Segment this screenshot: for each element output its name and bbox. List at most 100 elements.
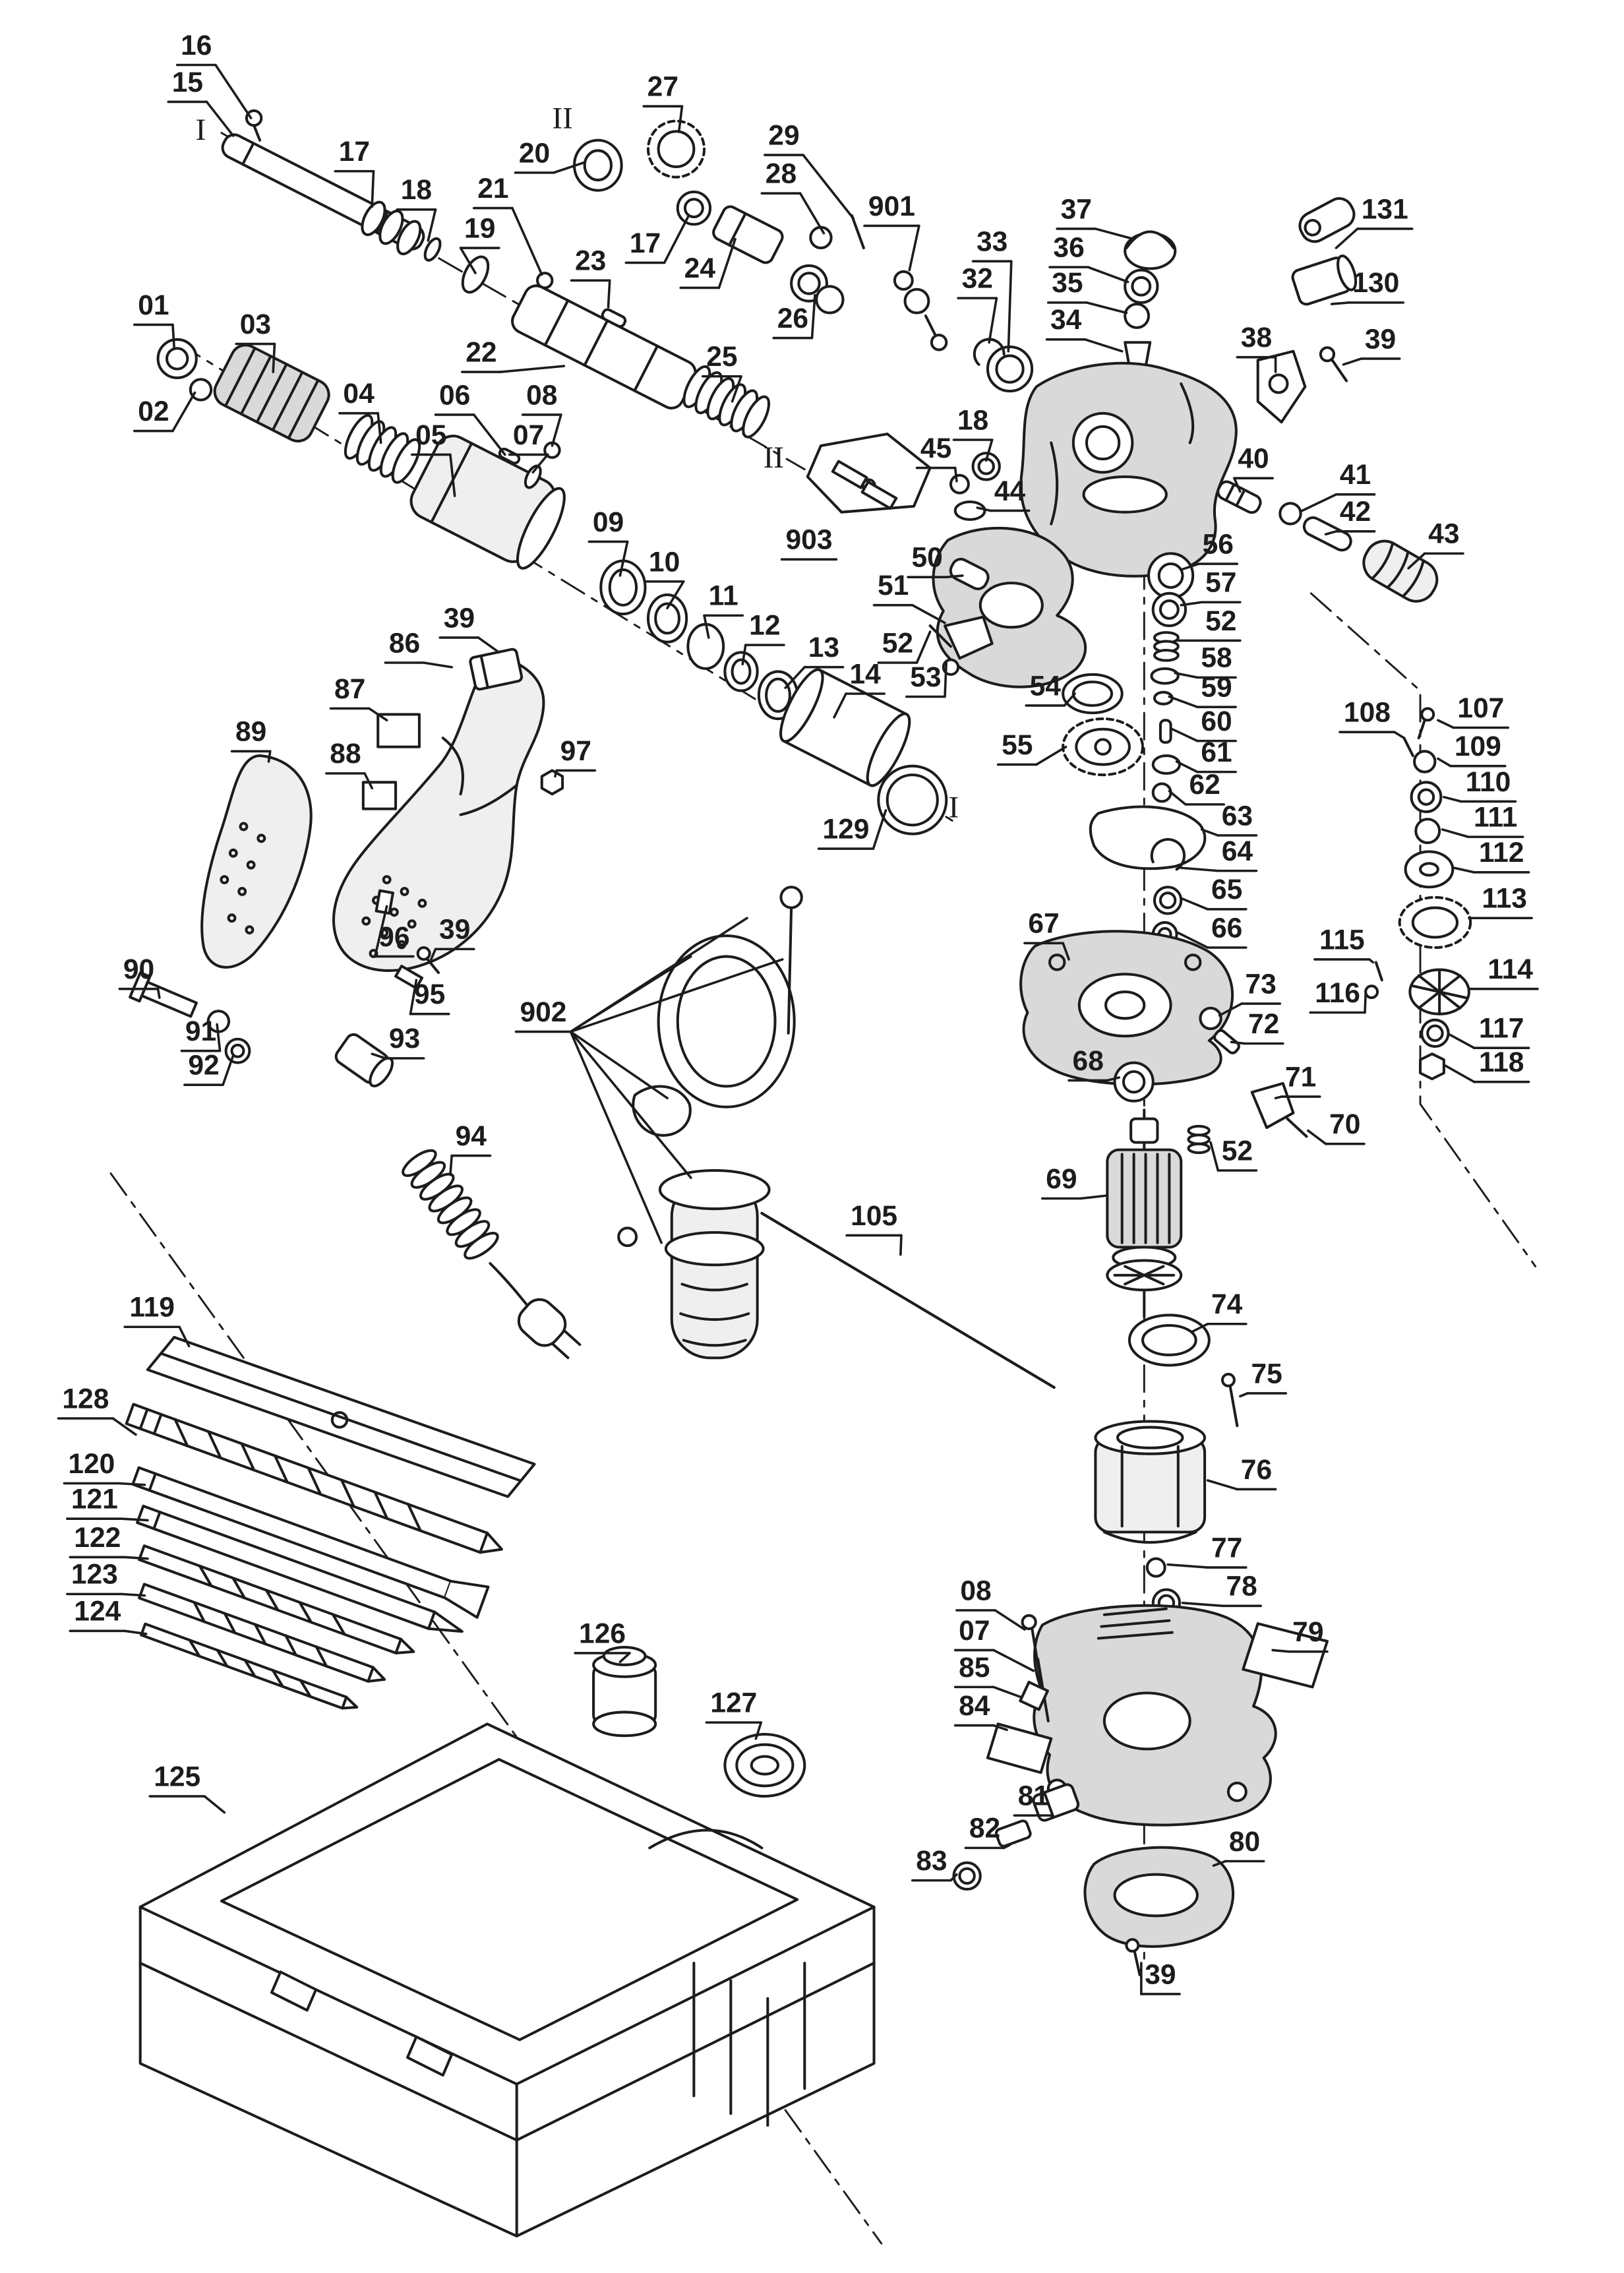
label-leader-line	[1079, 1194, 1109, 1200]
part-label-07: 07	[513, 419, 544, 451]
label-leader-line	[156, 987, 161, 999]
label-leader-line	[992, 1685, 1023, 1699]
part-cable-gland-group	[129, 971, 394, 1087]
label-leader-line	[123, 1629, 148, 1635]
label-leader-line	[171, 391, 196, 433]
label-leader-line	[569, 1030, 669, 1100]
label-leader-line	[1191, 1322, 1209, 1333]
label-leader-line	[1180, 601, 1203, 607]
part-label-114: 114	[1488, 954, 1533, 985]
part-side-handle	[617, 886, 803, 1360]
label-leader-line	[1230, 1041, 1246, 1045]
part-label-51: 51	[878, 570, 909, 601]
label-leader-line	[376, 411, 382, 444]
part-label-77: 77	[1211, 1532, 1242, 1563]
part-label-52: 52	[1205, 605, 1236, 637]
part-handle-shell	[200, 754, 313, 969]
part-label-70: 70	[1329, 1108, 1360, 1140]
label-leader-line	[1335, 227, 1359, 249]
part-label-II: II	[552, 101, 572, 135]
part-depth-stop-rod	[760, 1211, 1056, 1389]
part-label-44: 44	[994, 475, 1026, 507]
part-label-24: 24	[684, 253, 716, 284]
part-label-22: 22	[466, 336, 496, 368]
label-leader-line	[569, 1030, 663, 1244]
part-drill-bit-122	[138, 1544, 415, 1654]
label-leader-line	[569, 917, 748, 1033]
part-label-97: 97	[560, 735, 591, 767]
label-leader-line	[1085, 301, 1128, 315]
part-label-113: 113	[1482, 883, 1527, 915]
label-leader-line	[949, 1873, 958, 1882]
part-label-83: 83	[916, 1845, 947, 1877]
label-leader-line	[1393, 731, 1406, 739]
label-leader-line	[216, 1023, 222, 1052]
part-label-85: 85	[959, 1652, 990, 1683]
part-label-112: 112	[1479, 837, 1524, 868]
part-rings-09-14	[599, 559, 948, 835]
part-label-121: 121	[71, 1484, 118, 1515]
label-leader-line	[449, 453, 456, 497]
part-label-58: 58	[1201, 642, 1232, 674]
label-leader-line	[1453, 866, 1476, 874]
part-rings-17-19	[361, 200, 554, 304]
part-drill-bit-123	[138, 1583, 386, 1683]
part-label-86: 86	[389, 627, 420, 659]
part-label-91: 91	[185, 1015, 216, 1047]
label-leader-line	[754, 1721, 763, 1740]
part-label-18: 18	[957, 404, 988, 436]
label-leader-line	[371, 169, 375, 208]
label-leader-line	[1206, 1479, 1239, 1491]
part-drill-bit-128	[125, 1403, 503, 1554]
label-leader-line	[1180, 866, 1220, 872]
part-label-74: 74	[1211, 1288, 1243, 1320]
part-label-37: 37	[1061, 193, 1092, 225]
part-label-34: 34	[1050, 304, 1082, 336]
part-label-03: 03	[240, 309, 271, 340]
part-gear-cover	[1019, 930, 1234, 1086]
label-leader-line	[511, 206, 543, 276]
part-45-44	[949, 452, 1001, 521]
part-motor-housing	[1033, 1604, 1329, 1827]
part-label-11: 11	[709, 580, 738, 612]
part-screws-07-08	[986, 1614, 1053, 1774]
part-crank-column	[1062, 552, 1207, 948]
part-label-92: 92	[188, 1050, 219, 1081]
part-label-41: 41	[1340, 459, 1371, 491]
part-piston-group	[572, 119, 948, 351]
part-housing-top-group	[973, 230, 1177, 393]
part-main-handle	[332, 648, 564, 990]
label-leader-line	[1166, 1563, 1209, 1569]
label-leader-line	[551, 413, 562, 447]
label-leader-line	[945, 574, 964, 578]
part-label-120: 120	[68, 1448, 115, 1480]
label-leader-line	[1168, 695, 1199, 708]
part-label-127: 127	[710, 1687, 757, 1718]
part-label-87: 87	[334, 673, 365, 705]
label-leader-line	[267, 750, 272, 763]
part-chisel-121	[136, 1504, 464, 1633]
label-leader-line	[554, 769, 558, 778]
label-leader-line	[1239, 1392, 1249, 1398]
part-label-07: 07	[959, 1615, 990, 1647]
label-leader-line	[1407, 552, 1426, 570]
part-label-01: 01	[138, 289, 169, 321]
part-label-131: 131	[1362, 193, 1408, 225]
part-label-56: 56	[1203, 528, 1234, 560]
label-leader-line	[1171, 727, 1199, 743]
part-label-06: 06	[439, 379, 470, 411]
part-label-54: 54	[1030, 670, 1062, 702]
part-label-15: 15	[172, 67, 203, 98]
part-label-17: 17	[630, 227, 661, 259]
label-leader-line	[810, 293, 816, 340]
part-label-I: I	[949, 791, 959, 825]
part-label-13: 13	[808, 632, 839, 663]
label-leader-line	[367, 707, 388, 722]
part-chisel-120	[131, 1466, 490, 1619]
label-leader-line	[1106, 1076, 1121, 1082]
part-label-902: 902	[520, 996, 567, 1028]
part-clutch-column	[1364, 707, 1472, 1081]
part-label-02: 02	[138, 396, 169, 427]
part-label-52: 52	[882, 627, 913, 659]
